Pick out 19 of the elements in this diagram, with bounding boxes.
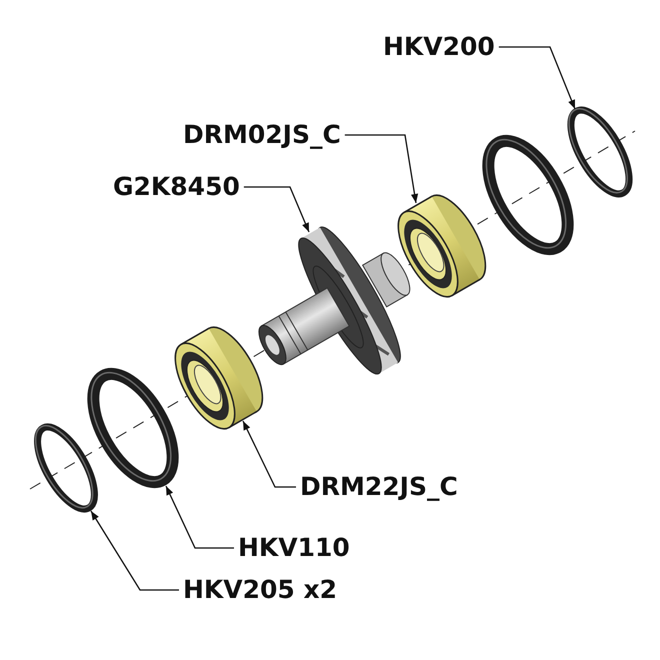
leader-line: [244, 186, 310, 232]
part-number: G2K8450: [113, 172, 240, 202]
leader-line: [165, 486, 234, 549]
part-number: HKV110: [238, 533, 350, 563]
part-number: DRM22JS_C: [300, 472, 458, 502]
o-ring: [87, 368, 179, 488]
part-number: HKV200: [383, 32, 495, 62]
leader-line: [90, 510, 179, 591]
part-number: DRM02JS_C: [183, 120, 341, 150]
part-number: HKV205 x2: [183, 575, 338, 605]
leader-line: [242, 420, 296, 488]
leader-line: [498, 46, 576, 110]
wave-washer: [34, 424, 98, 512]
o-ring: [482, 134, 574, 256]
ball-bearing: [398, 194, 486, 298]
ball-bearing: [174, 326, 264, 430]
leader-line: [344, 134, 418, 204]
turbine-rotor: [258, 226, 410, 374]
wave-washer: [567, 106, 633, 198]
